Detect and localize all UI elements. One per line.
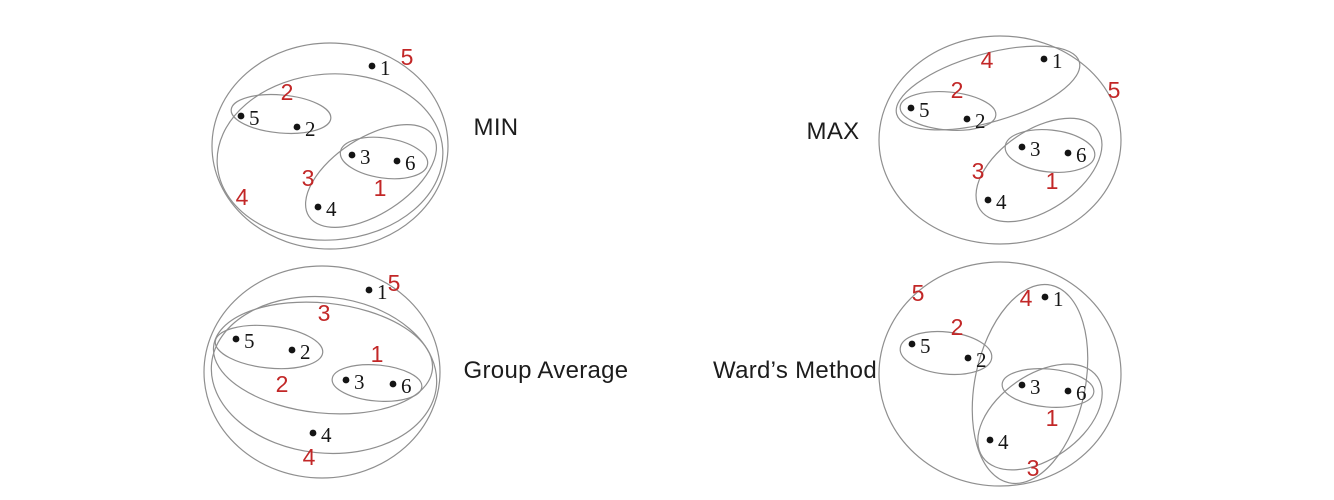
- cluster-order-label-wards-5: 5: [912, 280, 925, 306]
- point-label-group-average-4: 4: [321, 423, 332, 447]
- point-label-min-2: 2: [305, 117, 316, 141]
- cluster-order-label-min-4: 4: [236, 184, 249, 210]
- data-point-max-5: [907, 104, 915, 112]
- cluster-order-label-min-3: 3: [302, 165, 315, 191]
- cluster-order-label-max-1: 1: [1046, 168, 1059, 194]
- data-point-wards-4: [986, 436, 994, 444]
- cluster-ellipse-min-4: [216, 73, 444, 241]
- point-label-max-4: 4: [996, 190, 1007, 214]
- cluster-order-label-max-5: 5: [1108, 77, 1121, 103]
- cluster-ellipse-group-average-1: [331, 364, 423, 402]
- cluster-ellipse-max-5: [878, 35, 1122, 245]
- data-point-wards-3: [1018, 381, 1026, 389]
- cluster-order-label-max-2: 2: [951, 77, 964, 103]
- point-label-min-5: 5: [249, 106, 260, 130]
- data-point-min-6: [393, 157, 401, 165]
- cluster-ellipse-wards-3: [977, 363, 1103, 471]
- point-label-min-1: 1: [380, 56, 391, 80]
- cluster-order-label-wards-3: 3: [1027, 455, 1040, 481]
- cluster-order-label-group-average-1: 1: [371, 341, 384, 367]
- data-point-group-average-5: [232, 335, 240, 343]
- data-point-min-2: [293, 123, 301, 131]
- point-label-wards-4: 4: [998, 430, 1009, 454]
- point-label-max-6: 6: [1076, 143, 1087, 167]
- cluster-ellipse-wards-5: [878, 261, 1122, 487]
- data-point-min-5: [237, 112, 245, 120]
- data-point-wards-1: [1041, 293, 1049, 301]
- data-point-min-3: [348, 151, 356, 159]
- cluster-ellipse-max-3: [975, 117, 1103, 223]
- cluster-ellipse-min-2: [230, 93, 332, 135]
- cluster-order-label-wards-1: 1: [1046, 405, 1059, 431]
- data-point-max-3: [1018, 143, 1026, 151]
- cluster-ellipse-min-1: [339, 136, 429, 180]
- cluster-order-label-max-4: 4: [981, 47, 994, 73]
- data-point-group-average-3: [342, 376, 350, 384]
- cluster-order-label-min-5: 5: [401, 44, 414, 70]
- method-label-max: MAX: [806, 118, 860, 145]
- data-point-group-average-6: [389, 380, 397, 388]
- cluster-order-label-min-2: 2: [281, 79, 294, 105]
- cluster-ellipse-wards-2: [899, 330, 993, 376]
- point-label-min-4: 4: [326, 197, 337, 221]
- cluster-order-label-max-3: 3: [972, 158, 985, 184]
- point-label-group-average-1: 1: [377, 280, 388, 304]
- cluster-ellipse-group-average-4: [210, 295, 438, 455]
- cluster-order-label-group-average-4: 4: [303, 444, 316, 470]
- method-label-group-average: Group Average: [463, 357, 629, 384]
- data-point-wards-6: [1064, 387, 1072, 395]
- cluster-order-label-wards-4: 4: [1020, 285, 1033, 311]
- data-point-wards-2: [964, 354, 972, 362]
- point-label-group-average-6: 6: [401, 374, 412, 398]
- data-point-max-1: [1040, 55, 1048, 63]
- cluster-ellipse-group-average-3: [212, 301, 434, 415]
- cluster-ellipse-max-4: [895, 45, 1081, 131]
- point-label-wards-1: 1: [1053, 287, 1064, 311]
- point-label-group-average-5: 5: [244, 329, 255, 353]
- method-label-min: MIN: [473, 114, 519, 141]
- data-point-max-6: [1064, 149, 1072, 157]
- data-point-group-average-4: [309, 429, 317, 437]
- cluster-ellipse-min-5: [211, 42, 449, 250]
- cluster-ellipse-wards-4: [971, 283, 1089, 485]
- cluster-order-label-group-average-3: 3: [318, 300, 331, 326]
- cluster-order-label-group-average-5: 5: [388, 270, 401, 296]
- cluster-ellipse-group-average-2: [214, 324, 324, 370]
- point-label-wards-3: 3: [1030, 375, 1041, 399]
- cluster-ellipse-min-3: [304, 124, 438, 228]
- data-point-group-average-2: [288, 346, 296, 354]
- point-label-wards-6: 6: [1076, 381, 1087, 405]
- data-point-min-4: [314, 203, 322, 211]
- point-label-max-2: 2: [975, 109, 986, 133]
- cluster-order-label-group-average-2: 2: [276, 371, 289, 397]
- data-point-max-4: [984, 196, 992, 204]
- data-point-max-2: [963, 115, 971, 123]
- point-label-max-5: 5: [919, 98, 930, 122]
- method-label-wards-method: Ward’s Method: [713, 357, 877, 384]
- cluster-ellipse-group-average-5: [203, 265, 441, 479]
- point-label-max-3: 3: [1030, 137, 1041, 161]
- point-label-wards-2: 2: [976, 348, 987, 372]
- cluster-ellipse-max-2: [899, 91, 997, 131]
- point-label-group-average-3: 3: [354, 370, 365, 394]
- data-point-min-1: [368, 62, 376, 70]
- point-label-wards-5: 5: [920, 334, 931, 358]
- point-label-max-1: 1: [1052, 49, 1063, 73]
- data-point-wards-5: [908, 340, 916, 348]
- point-label-min-6: 6: [405, 151, 416, 175]
- cluster-order-label-min-1: 1: [374, 175, 387, 201]
- point-label-min-3: 3: [360, 145, 371, 169]
- cluster-order-label-wards-2: 2: [951, 314, 964, 340]
- data-point-group-average-1: [365, 286, 373, 294]
- cluster-ellipse-wards-1: [1001, 368, 1095, 408]
- point-label-group-average-2: 2: [300, 340, 311, 364]
- cluster-ellipse-max-1: [1004, 128, 1096, 174]
